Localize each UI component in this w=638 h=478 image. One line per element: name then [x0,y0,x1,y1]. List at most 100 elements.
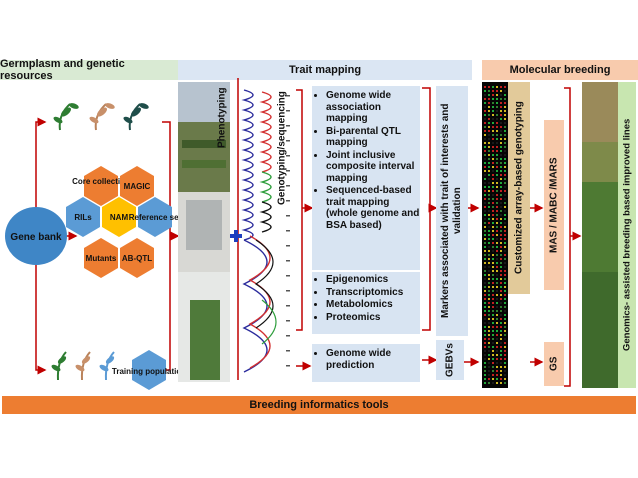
array-dot [484,314,486,316]
array-dot [500,294,502,296]
gs-label: GS [544,342,564,386]
array-dot [484,150,486,152]
array-dot [484,178,486,180]
array-dot [504,154,506,156]
array-dot [488,134,490,136]
array-dot [500,122,502,124]
array-dot [500,366,502,368]
array-dot [492,94,494,96]
array-dot [504,262,506,264]
array-dot [488,266,490,268]
array-dot [492,134,494,136]
mapping-methods-list: Genome wide association mapping Bi-paren… [312,90,420,231]
mapping-method-item: Joint inclusive composite interval mappi… [326,150,420,185]
genotyping-label: Genotyping/sequencing [276,91,288,205]
array-dot [500,246,502,248]
omics-list: Epigenomics Transcriptomics Metabolomics… [312,274,420,323]
array-dot [488,290,490,292]
array-dot [492,238,494,240]
improved-lines-label: Genomics- assisted breeding based improv… [618,82,636,388]
array-dot [488,254,490,256]
array-dot [504,374,506,376]
array-dot [484,122,486,124]
array-dot [484,370,486,372]
array-dot [484,174,486,176]
array-dot [496,362,498,364]
array-dot [492,222,494,224]
array-dot [496,290,498,292]
array-dot [496,198,498,200]
array-dot [484,366,486,368]
array-dot [484,106,486,108]
germplasm-header-text: Germplasm and genetic resources [0,58,125,82]
array-dot [492,206,494,208]
array-dot [496,126,498,128]
array-dot [504,198,506,200]
array-dot [492,218,494,220]
hex-magic [120,166,154,206]
array-dot [492,342,494,344]
array-dot [492,338,494,340]
array-dot [496,206,498,208]
array-dot [496,314,498,316]
array-dot [492,278,494,280]
array-dot [504,178,506,180]
genome-wide-prediction-box: Genome wide prediction [312,344,420,382]
array-dot [504,226,506,228]
array-dot [500,138,502,140]
prediction-list: Genome wide prediction [312,348,420,371]
array-dot [500,302,502,304]
array-dot [504,214,506,216]
array-dot [484,202,486,204]
array-dot [488,322,490,324]
array-dot [492,254,494,256]
array-dot [488,270,490,272]
omics-item: Epigenomics [326,274,420,286]
hex-mutants [84,238,118,278]
genotyping-array-image [482,82,508,388]
array-dot [484,302,486,304]
array-dot [492,138,494,140]
array-dot [484,142,486,144]
array-dot [496,274,498,276]
array-dot [500,166,502,168]
array-dot [492,130,494,132]
array-dot [504,122,506,124]
array-dot [504,202,506,204]
array-dot [484,290,486,292]
array-dot [492,250,494,252]
array-dot [500,250,502,252]
array-dot [488,282,490,284]
array-dot [504,338,506,340]
array-dot [500,162,502,164]
array-dot [500,290,502,292]
array-dot [488,110,490,112]
array-dot [488,218,490,220]
array-dot [496,266,498,268]
array-dot [488,306,490,308]
array-dot [500,274,502,276]
array-dot [484,134,486,136]
array-dot [492,114,494,116]
array-dot [484,218,486,220]
array-dot [488,362,490,364]
array-dot [488,142,490,144]
plant-icons-top [53,103,149,131]
array-dot [484,102,486,104]
hex-nam [102,197,136,237]
array-dot [484,298,486,300]
array-dot [492,202,494,204]
array-dot [488,146,490,148]
array-dot [488,338,490,340]
array-dot [484,378,486,380]
array-dot [504,170,506,172]
array-dot [496,378,498,380]
array-dot [500,238,502,240]
plus-icon [230,230,242,242]
array-dot [496,194,498,196]
array-dot [484,234,486,236]
array-dot [488,238,490,240]
array-dot [500,210,502,212]
array-dot [484,354,486,356]
array-dot [500,146,502,148]
